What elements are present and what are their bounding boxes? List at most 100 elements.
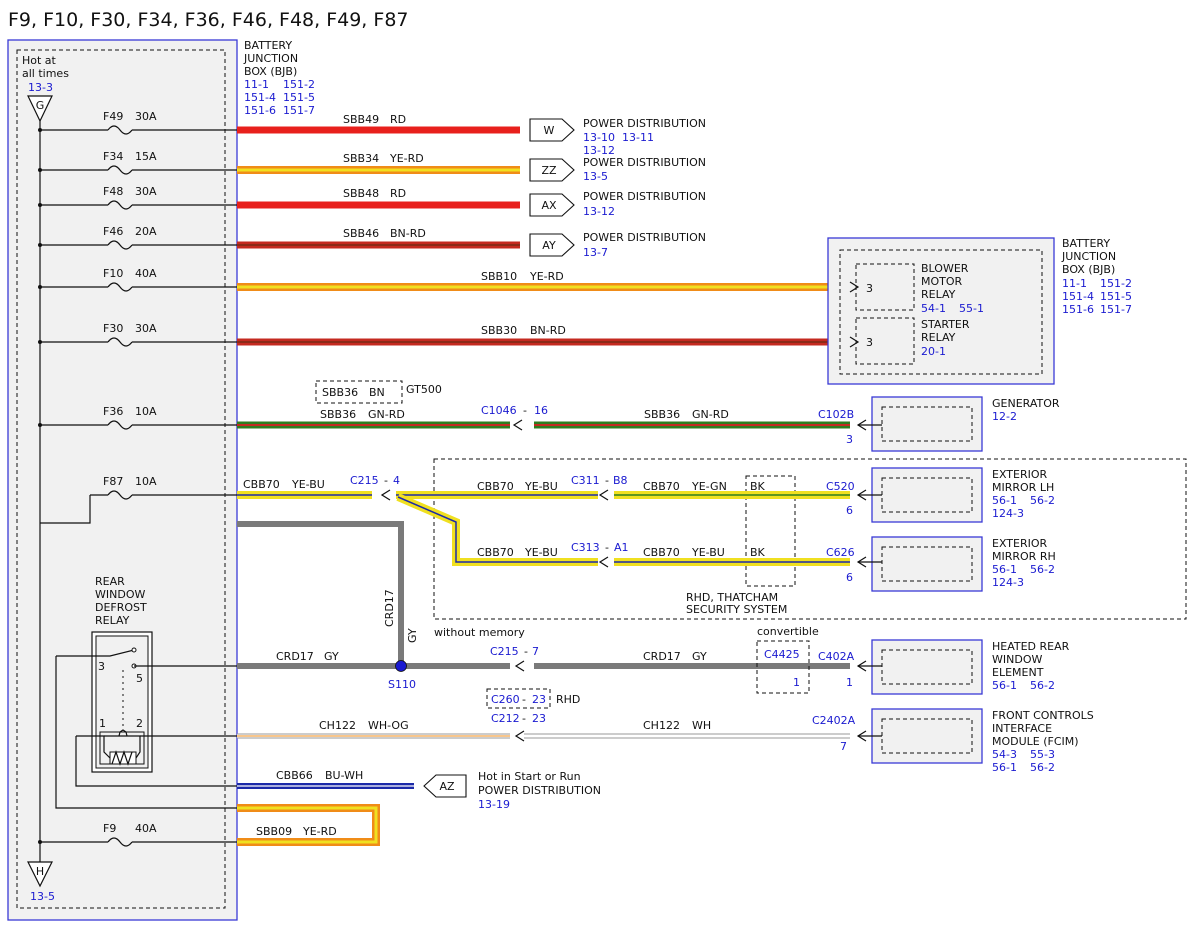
connector-label[interactable]: C2402A — [812, 714, 856, 727]
connector-pin[interactable]: 16 — [534, 404, 548, 417]
component-ref[interactable]: 56-1 — [992, 494, 1017, 507]
connector-pin[interactable]: 23 — [532, 712, 546, 725]
right-bjb-ref[interactable]: 151-2 — [1100, 277, 1132, 290]
blower-relay-ref[interactable]: 54-1 — [921, 302, 946, 315]
connector-label[interactable]: C402A — [818, 650, 855, 663]
splice-s110-icon[interactable] — [395, 660, 407, 672]
component-ref[interactable]: 56-1 — [992, 761, 1017, 774]
connector-pin[interactable]: 7 — [840, 740, 847, 753]
component-ref[interactable]: 56-2 — [1030, 563, 1055, 576]
right-bjb-ref[interactable]: 151-4 — [1062, 290, 1094, 303]
starter-relay-ref[interactable]: 20-1 — [921, 345, 946, 358]
connector-label[interactable]: C260 — [491, 693, 520, 706]
wire-crd17-vertical[interactable] — [237, 521, 404, 666]
component-ref[interactable]: 56-2 — [1030, 761, 1055, 774]
chevron-left-icon — [514, 730, 525, 742]
component-ref[interactable]: 54-3 — [992, 748, 1017, 761]
right-bjb-ref[interactable]: 11-1 — [1062, 277, 1087, 290]
right-bjb-ref[interactable]: 151-7 — [1100, 303, 1132, 316]
wire-circuit-label: CBB66 — [276, 769, 313, 782]
bjb-ref[interactable]: 151-5 — [283, 91, 315, 104]
connector-pin[interactable]: 1 — [846, 676, 853, 689]
relay-pin-label: 3 — [866, 282, 873, 295]
component-ref[interactable]: 55-3 — [1030, 748, 1055, 761]
pd-ref[interactable]: 13-12 — [583, 144, 615, 157]
blower-relay-ref[interactable]: 55-1 — [959, 302, 984, 315]
bjb-ref[interactable]: 151-4 — [244, 91, 276, 104]
right-bjb-ref[interactable]: 151-6 — [1062, 303, 1094, 316]
pd-ref[interactable]: 13-19 — [478, 798, 510, 811]
bjb-ref[interactable]: 151-2 — [283, 78, 315, 91]
connector-label[interactable]: C311 — [571, 474, 600, 487]
pd-connector-zz[interactable]: ZZ — [529, 158, 575, 182]
component-ref[interactable]: 56-2 — [1030, 679, 1055, 692]
pd-ref[interactable]: 13-10 — [583, 131, 615, 144]
component-ref[interactable]: 56-1 — [992, 679, 1017, 692]
bjb-ref[interactable]: 151-6 — [244, 104, 276, 117]
bottom-ref[interactable]: 13-5 — [30, 890, 55, 903]
connector-pin[interactable]: A1 — [614, 541, 629, 554]
connector-label[interactable]: C1046 — [481, 404, 517, 417]
connector-label[interactable]: C215 — [350, 474, 379, 487]
bjb-ref[interactable]: 151-7 — [283, 104, 315, 117]
connector-pin[interactable]: 7 — [532, 645, 539, 658]
component-ref[interactable]: 124-3 — [992, 507, 1024, 520]
connector-pin[interactable]: 3 — [846, 433, 853, 446]
component-name: MODULE (FCIM) — [992, 735, 1079, 748]
connector-pin[interactable]: 23 — [532, 693, 546, 706]
pd-ref[interactable]: 13-7 — [583, 246, 608, 259]
fuse-icon — [107, 165, 133, 175]
connector-label[interactable]: C4425 — [764, 648, 800, 661]
connector-label[interactable]: C626 — [826, 546, 855, 559]
component-ref[interactable]: 56-1 — [992, 563, 1017, 576]
wire-circuit-label: CBB70 — [643, 546, 680, 559]
connector-pin[interactable]: B8 — [613, 474, 628, 487]
right-bjb-ref[interactable]: 151-5 — [1100, 290, 1132, 303]
bk-label: BK — [750, 480, 766, 493]
pd-connector-ax[interactable]: AX — [529, 193, 575, 217]
connector-label[interactable]: C313 — [571, 541, 600, 554]
splice-label[interactable]: S110 — [388, 678, 416, 691]
connector-pin[interactable]: 6 — [846, 504, 853, 517]
chevron-left-icon — [512, 419, 523, 431]
connector-pin[interactable]: 4 — [393, 474, 400, 487]
pd-connector-w[interactable]: W — [529, 118, 575, 142]
pd-connector-az[interactable]: AZ — [423, 774, 467, 798]
component-ref[interactable]: 12-2 — [992, 410, 1017, 423]
wire-circuit-label: SBB48 — [343, 187, 379, 200]
hot-ref[interactable]: 13-3 — [28, 81, 53, 94]
component-ref[interactable]: 56-2 — [1030, 494, 1055, 507]
connector-label[interactable]: C520 — [826, 480, 855, 493]
pd-ref[interactable]: 13-11 — [622, 131, 654, 144]
pd-ref[interactable]: 13-5 — [583, 170, 608, 183]
bjb-ref[interactable]: 11-1 — [244, 78, 269, 91]
connector-pin[interactable]: 1 — [793, 676, 800, 689]
pd-ref[interactable]: 13-12 — [583, 205, 615, 218]
gt500-note: GT500 — [406, 383, 442, 396]
component-name: EXTERIOR — [992, 468, 1048, 481]
relay-contact — [131, 647, 137, 653]
connector-label[interactable]: C215 — [490, 645, 519, 658]
pd-connector-ay[interactable]: AY — [529, 233, 575, 257]
convertible-label: convertible — [757, 625, 819, 638]
connector-pin[interactable]: 6 — [846, 571, 853, 584]
connector-label[interactable]: C212 — [491, 712, 520, 725]
component-ref[interactable]: 124-3 — [992, 576, 1024, 589]
connector-label[interactable]: C102B — [818, 408, 854, 421]
fuse-id: F48 — [103, 185, 123, 198]
